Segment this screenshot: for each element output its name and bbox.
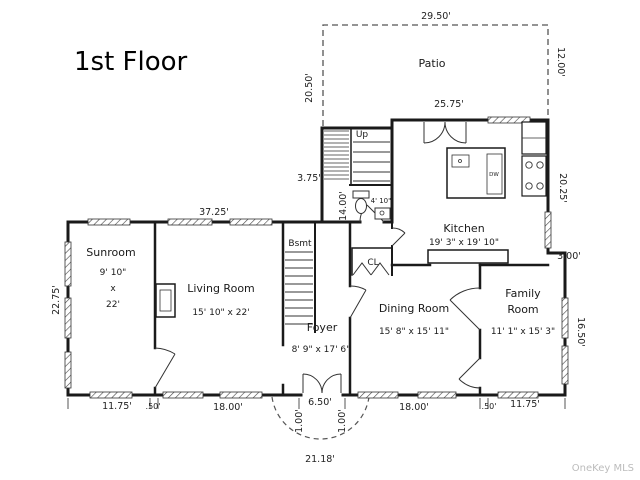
dim-family-right: 16.50' [575, 317, 586, 347]
window [417, 391, 457, 399]
dishwasher-label: DW [489, 172, 499, 178]
toilet-icon [355, 198, 367, 214]
sunroom-dim-width: 9' 10" [100, 268, 127, 278]
sunroom-dim-length: 22' [106, 300, 120, 310]
window [544, 211, 552, 249]
dimension-ticks [67, 398, 566, 409]
stairs-basement [285, 251, 313, 325]
fireplace [155, 283, 176, 318]
patio-outline [322, 24, 549, 126]
fixtures [155, 121, 547, 318]
page-title: 1st Floor [74, 47, 188, 77]
kitchen-island [446, 147, 506, 199]
dim-jog: 3.00' [557, 251, 581, 262]
dim-patio-left: 20.50' [304, 73, 315, 103]
family-door-bottom [458, 357, 481, 389]
dim-porch-right: 1.00' [337, 409, 348, 433]
patio-door [423, 121, 467, 144]
room-label-closet: CL [367, 258, 378, 268]
dining-dims: 15' 8" x 15' 11" [379, 327, 449, 337]
window [219, 391, 263, 399]
dim-kitchen-right: 20.25' [557, 173, 568, 203]
kitchen-door [391, 227, 406, 247]
window [64, 297, 72, 339]
window [561, 345, 569, 385]
family-dims: 11' 1" x 15' 3" [491, 327, 555, 337]
window [167, 218, 213, 226]
room-label-bsmt: Bsmt [288, 239, 312, 249]
dim-bottom-1: 11.75' [102, 401, 132, 412]
dim-steps: 3.75' [297, 173, 321, 184]
room-label-living: Living Room [187, 282, 255, 295]
window [229, 218, 273, 226]
closet-bifold-door [352, 262, 390, 276]
window [64, 241, 72, 287]
dishwasher [486, 153, 503, 195]
island-sink [451, 154, 470, 168]
dim-bottom-4: 6.50' [308, 397, 332, 408]
window [64, 351, 72, 389]
room-label-family-2: Room [507, 303, 538, 316]
sunroom-door [154, 347, 176, 389]
sink-drain-icon [458, 159, 462, 163]
dim-bottom-2: .50' [146, 402, 161, 411]
interior-walls [153, 127, 550, 397]
window [162, 391, 204, 399]
dim-stair: 14.00' [338, 191, 349, 221]
sunroom-dim-x: x [110, 284, 116, 294]
room-label-kitchen: Kitchen [443, 222, 484, 235]
dim-porch-left: 1.00' [294, 409, 305, 433]
bath-sink-icon [374, 207, 391, 220]
stairs-up [324, 130, 390, 182]
window [87, 218, 131, 226]
dining-door [349, 285, 367, 319]
foyer-dims: 8' 9" x 17' 6" [292, 345, 351, 355]
window [497, 391, 539, 399]
dim-bottom-7: 11.75' [510, 399, 540, 410]
dim-patio-top: 29.50' [421, 11, 451, 22]
stairs-up-label: Up [356, 130, 369, 140]
dim-kitchen-top: 25.75' [434, 99, 464, 110]
dim-bottom-5: 18.00' [399, 402, 429, 413]
dim-bottom-6: .50' [482, 402, 497, 411]
bath-dims: 4' 10" [371, 197, 392, 205]
kitchen-counter [427, 249, 509, 264]
front-door [302, 373, 342, 394]
room-label-dining: Dining Room [379, 302, 449, 315]
window [89, 391, 133, 399]
dim-patio-right: 12.00' [555, 47, 566, 77]
fireplace-inner [159, 289, 172, 312]
window [357, 391, 399, 399]
dim-left-side: 22.75' [51, 285, 62, 315]
watermark: OneKey MLS [572, 463, 634, 474]
room-label-patio: Patio [419, 57, 446, 70]
room-label-family-1: Family [505, 287, 541, 300]
window [561, 297, 569, 339]
living-dims: 15' 10" x 22' [192, 308, 249, 318]
room-label-foyer: Foyer [307, 321, 338, 334]
stove [521, 155, 547, 197]
dim-main-top: 37.25' [199, 207, 229, 218]
windows [64, 116, 569, 399]
family-door-top [449, 287, 481, 331]
doors [154, 121, 481, 394]
porch-arc [271, 396, 370, 440]
toilet-tank-icon [352, 190, 370, 199]
bath-sink-basin-icon [379, 210, 385, 216]
kitchen-dims: 19' 3" x 19' 10" [429, 238, 499, 248]
stove-burners-icon [525, 161, 544, 190]
room-label-sunroom: Sunroom [86, 246, 135, 259]
window [487, 116, 531, 124]
dim-porch-width: 21.18' [305, 454, 335, 465]
dim-bottom-3: 18.00' [213, 402, 243, 413]
